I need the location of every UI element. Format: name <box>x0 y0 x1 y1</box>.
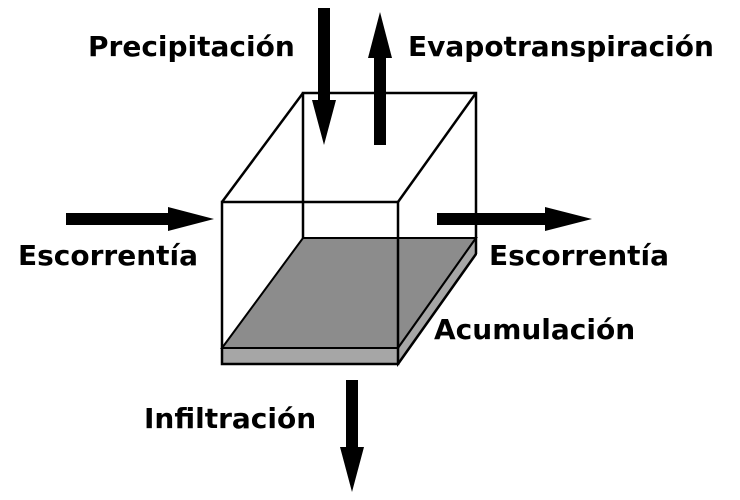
accumulation-label: Acumulación <box>434 313 635 346</box>
evapotranspiration-arrow <box>368 12 392 145</box>
cube-edge-top-left <box>220 92 305 203</box>
cube-edge-top-right <box>396 92 478 203</box>
cube-edge-bottom-right <box>396 253 478 365</box>
precipitation-label: Precipitación <box>88 30 295 63</box>
infiltration-arrow <box>340 380 364 492</box>
runoff-out-arrow <box>437 207 592 231</box>
runoff-in-label: Escorrentía <box>18 239 198 272</box>
infiltration-label: Infiltración <box>144 402 316 435</box>
runoff-out-label: Escorrentía <box>489 239 669 272</box>
evapotranspiration-label: Evapotranspiración <box>408 30 714 63</box>
cube-back-top-edge <box>301 91 478 254</box>
runoff-in-arrow <box>66 207 214 231</box>
cube-wireframe <box>220 91 478 366</box>
cube-front-face <box>220 200 400 366</box>
water-front-face <box>221 347 399 365</box>
precipitation-arrow <box>312 8 336 145</box>
